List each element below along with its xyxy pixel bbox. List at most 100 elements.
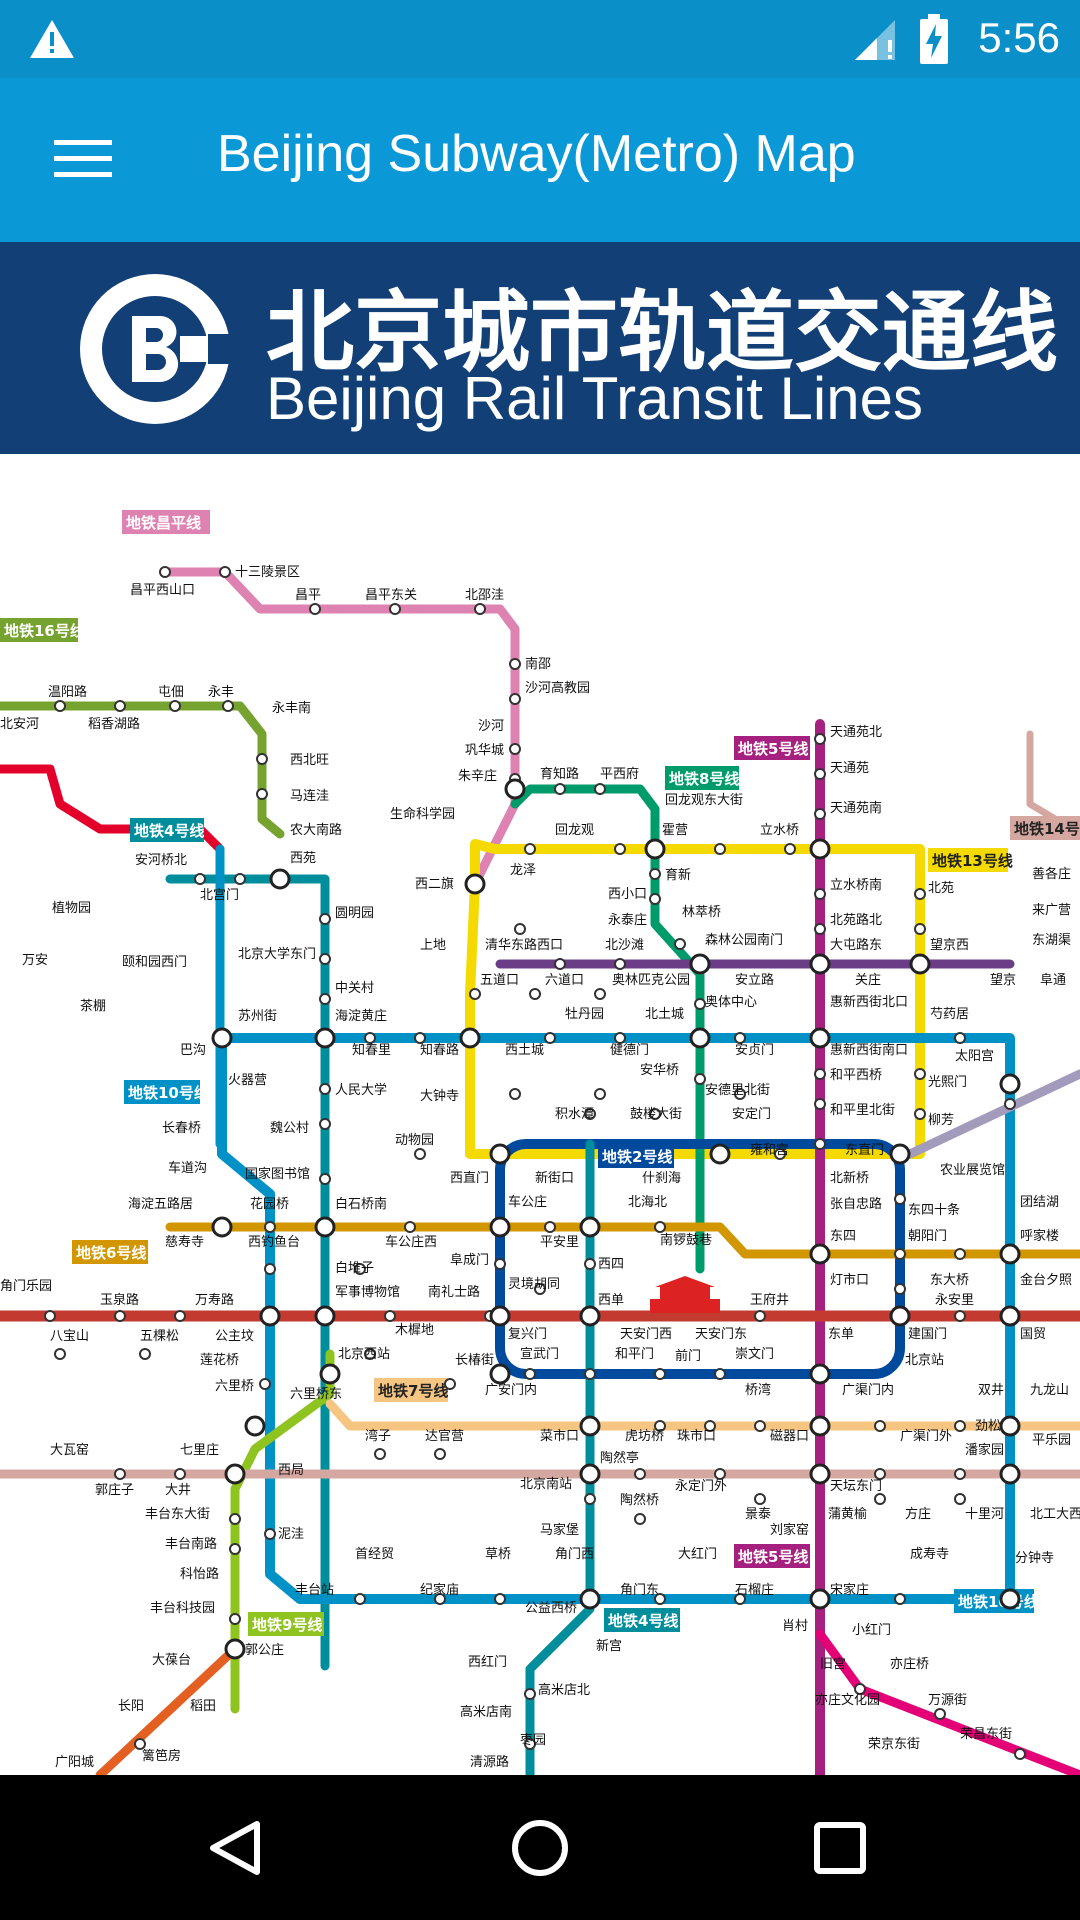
station-daotian[interactable]: 稻田 bbox=[190, 1699, 216, 1714]
station-dongsishitiao[interactable]: 东四十条 bbox=[908, 1202, 960, 1218]
station-gongzhufen[interactable]: 公主坟 bbox=[215, 1329, 254, 1344]
station-shoujingmao[interactable]: 首经贸 bbox=[355, 1547, 394, 1562]
station-wangjing[interactable]: 望京 bbox=[990, 972, 1016, 988]
station-beijing-station[interactable]: 北京站 bbox=[905, 1353, 944, 1368]
station-yongtaizhuang[interactable]: 永泰庄 bbox=[608, 912, 647, 928]
station-hufangqiao[interactable]: 虎坊桥 bbox=[625, 1429, 664, 1444]
station-lianhuaqiao[interactable]: 莲花桥 bbox=[200, 1352, 239, 1368]
station-shahe-univ[interactable]: 沙河高教园 bbox=[525, 680, 590, 696]
station-rongjingdongjie[interactable]: 荣京东街 bbox=[868, 1737, 920, 1752]
station-huoqiying[interactable]: 火器营 bbox=[228, 1073, 267, 1088]
station-shiliuzhuang[interactable]: 石榴庄 bbox=[735, 1582, 774, 1598]
station-dajing[interactable]: 大井 bbox=[165, 1483, 191, 1498]
station-andelibeijie[interactable]: 安德里北街 bbox=[705, 1083, 770, 1098]
station-gaomidian-south[interactable]: 高米店南 bbox=[460, 1704, 512, 1720]
station-nanshao[interactable]: 南邵 bbox=[525, 656, 551, 672]
station-qiaowan[interactable]: 桥湾 bbox=[745, 1382, 771, 1398]
station-hepingxiqiao[interactable]: 和平西桥 bbox=[830, 1068, 882, 1083]
station-xisi[interactable]: 西四 bbox=[598, 1257, 624, 1272]
station-baishiqiao[interactable]: 白石桥南 bbox=[335, 1196, 387, 1212]
station-wudaokou[interactable]: 五道口 bbox=[480, 973, 519, 988]
station-xixiaokou[interactable]: 西小口 bbox=[608, 887, 647, 902]
station-hepingmen[interactable]: 和平门 bbox=[615, 1347, 654, 1362]
station-nongda[interactable]: 农大南路 bbox=[290, 822, 342, 838]
station-libafang[interactable]: 篱笆房 bbox=[142, 1748, 181, 1764]
station-muxidi[interactable]: 木樨地 bbox=[395, 1323, 434, 1338]
station-chengshousi[interactable]: 成寿寺 bbox=[910, 1547, 949, 1562]
station-fuxingmen[interactable]: 复兴门 bbox=[508, 1327, 547, 1342]
station-dahongmen[interactable]: 大红门 bbox=[678, 1546, 717, 1562]
station-fuchengmen[interactable]: 阜成门 bbox=[450, 1252, 489, 1268]
station-longze[interactable]: 龙泽 bbox=[510, 863, 536, 878]
station-gongyixiqiao[interactable]: 公益西桥 bbox=[525, 1601, 577, 1616]
station-xidan[interactable]: 西单 bbox=[598, 1293, 624, 1308]
station-dongzhimen[interactable]: 东直门 bbox=[845, 1143, 884, 1158]
station-gonghuacheng[interactable]: 巩华城 bbox=[465, 743, 504, 758]
station-majiapu[interactable]: 马家堡 bbox=[540, 1522, 579, 1538]
station-xinjiekou[interactable]: 新街口 bbox=[535, 1170, 574, 1186]
station-fengtainanlu[interactable]: 丰台南路 bbox=[165, 1536, 217, 1552]
station-national-library[interactable]: 国家图书馆 bbox=[245, 1166, 310, 1182]
station-changping-dongguan[interactable]: 昌平东关 bbox=[365, 588, 417, 603]
station-olympic-green[interactable]: 奥林匹克公园 bbox=[612, 973, 690, 988]
station-malianwa[interactable]: 马连洼 bbox=[290, 788, 329, 804]
station-suzhoujie[interactable]: 苏州街 bbox=[238, 1008, 277, 1024]
station-andingmen[interactable]: 安定门 bbox=[732, 1107, 771, 1122]
station-yuxin[interactable]: 育新 bbox=[665, 867, 691, 883]
home-button[interactable] bbox=[495, 1803, 585, 1893]
station-olympic-center[interactable]: 奥体中心 bbox=[705, 995, 757, 1010]
station-xihongmen[interactable]: 西红门 bbox=[468, 1654, 507, 1670]
station-songjiazhuang[interactable]: 宋家庄 bbox=[830, 1582, 869, 1598]
station-fenzhongsi[interactable]: 分钟寺 bbox=[1015, 1550, 1054, 1566]
station-tiantongyuan[interactable]: 天通苑 bbox=[830, 761, 869, 776]
station-jijiamiao[interactable]: 纪家庙 bbox=[420, 1582, 459, 1598]
station-guangqumenwai[interactable]: 广渠门外 bbox=[900, 1429, 952, 1444]
station-shuangjing[interactable]: 双井 bbox=[978, 1383, 1004, 1398]
station-beishaowa[interactable]: 北邵洼 bbox=[465, 588, 504, 603]
station-changyang[interactable]: 长阳 bbox=[118, 1699, 144, 1714]
subway-map[interactable]: 地铁昌平线 地铁16号线 地铁4号线 地铁8号线 地铁5号线 地铁13号线 地铁… bbox=[0, 454, 1080, 1775]
station-chegongzhuang-west[interactable]: 车公庄西 bbox=[385, 1234, 437, 1250]
subway-map-canvas[interactable]: 地铁昌平线 地铁16号线 地铁4号线 地铁8号线 地铁5号线 地铁13号线 地铁… bbox=[0, 454, 1080, 1775]
station-qilizhuang[interactable]: 七里庄 bbox=[180, 1442, 219, 1458]
station-pingleyuan[interactable]: 平乐园 bbox=[1032, 1433, 1071, 1448]
station-zhuxinzhuang[interactable]: 朱辛庄 bbox=[458, 768, 497, 784]
station-guanganmennei[interactable]: 广安门内 bbox=[485, 1382, 537, 1398]
station-lishuiqiao[interactable]: 立水桥 bbox=[760, 823, 799, 838]
station-lishuiqiao-south[interactable]: 立水桥南 bbox=[830, 877, 882, 893]
station-jiandemen[interactable]: 健德门 bbox=[610, 1043, 649, 1058]
station-xierqi[interactable]: 西二旗 bbox=[415, 876, 454, 892]
station-beishatan[interactable]: 北沙滩 bbox=[605, 938, 644, 953]
recents-button[interactable] bbox=[795, 1803, 885, 1893]
station-huixinxijie-north[interactable]: 惠新西街北口 bbox=[830, 994, 908, 1010]
station-yongfeng[interactable]: 永丰 bbox=[208, 685, 234, 700]
station-baiduizi[interactable]: 白堆子 bbox=[335, 1260, 374, 1276]
station-pinganli[interactable]: 平安里 bbox=[540, 1235, 579, 1250]
station-wanan[interactable]: 万安 bbox=[22, 953, 48, 968]
station-chaoyangmen[interactable]: 朝阳门 bbox=[908, 1229, 947, 1244]
station-caoqiao[interactable]: 草桥 bbox=[485, 1547, 511, 1562]
station-yizhuangqiao[interactable]: 亦庄桥 bbox=[890, 1656, 929, 1672]
station-renmin-univ[interactable]: 人民大学 bbox=[335, 1082, 387, 1098]
station-tuanjiehu[interactable]: 团结湖 bbox=[1020, 1195, 1059, 1210]
station-liuliqiao-east[interactable]: 六里桥东 bbox=[290, 1387, 342, 1402]
station-liudaokou[interactable]: 六道口 bbox=[545, 973, 584, 988]
station-bagou[interactable]: 巴沟 bbox=[180, 1043, 206, 1058]
station-dabaotai[interactable]: 大葆台 bbox=[152, 1653, 191, 1668]
station-yonganli[interactable]: 永安里 bbox=[935, 1293, 974, 1308]
station-puhuangyu[interactable]: 蒲黄榆 bbox=[828, 1507, 867, 1522]
station-zhushikou[interactable]: 珠市口 bbox=[677, 1428, 716, 1444]
station-jiugong[interactable]: 旧宫 bbox=[820, 1657, 846, 1672]
station-xitucheng[interactable]: 西土城 bbox=[505, 1043, 544, 1058]
station-taoranqiao[interactable]: 陶然桥 bbox=[620, 1492, 659, 1508]
station-beiyuan[interactable]: 北苑 bbox=[928, 881, 954, 896]
station-guogongzhuang[interactable]: 郭公庄 bbox=[245, 1642, 284, 1658]
station-mudanyuan[interactable]: 牡丹园 bbox=[565, 1007, 604, 1022]
station-pku-east[interactable]: 北京大学东门 bbox=[238, 946, 316, 962]
station-dengshikou[interactable]: 灯市口 bbox=[830, 1272, 869, 1288]
station-zhangzizhonglu[interactable]: 张自忠路 bbox=[830, 1196, 882, 1212]
station-guangximen[interactable]: 光熙门 bbox=[928, 1075, 967, 1090]
station-anzhenmen[interactable]: 安贞门 bbox=[735, 1043, 774, 1058]
station-dawayao[interactable]: 大瓦窑 bbox=[50, 1442, 89, 1458]
station-liujiayao[interactable]: 刘家窑 bbox=[770, 1522, 809, 1538]
